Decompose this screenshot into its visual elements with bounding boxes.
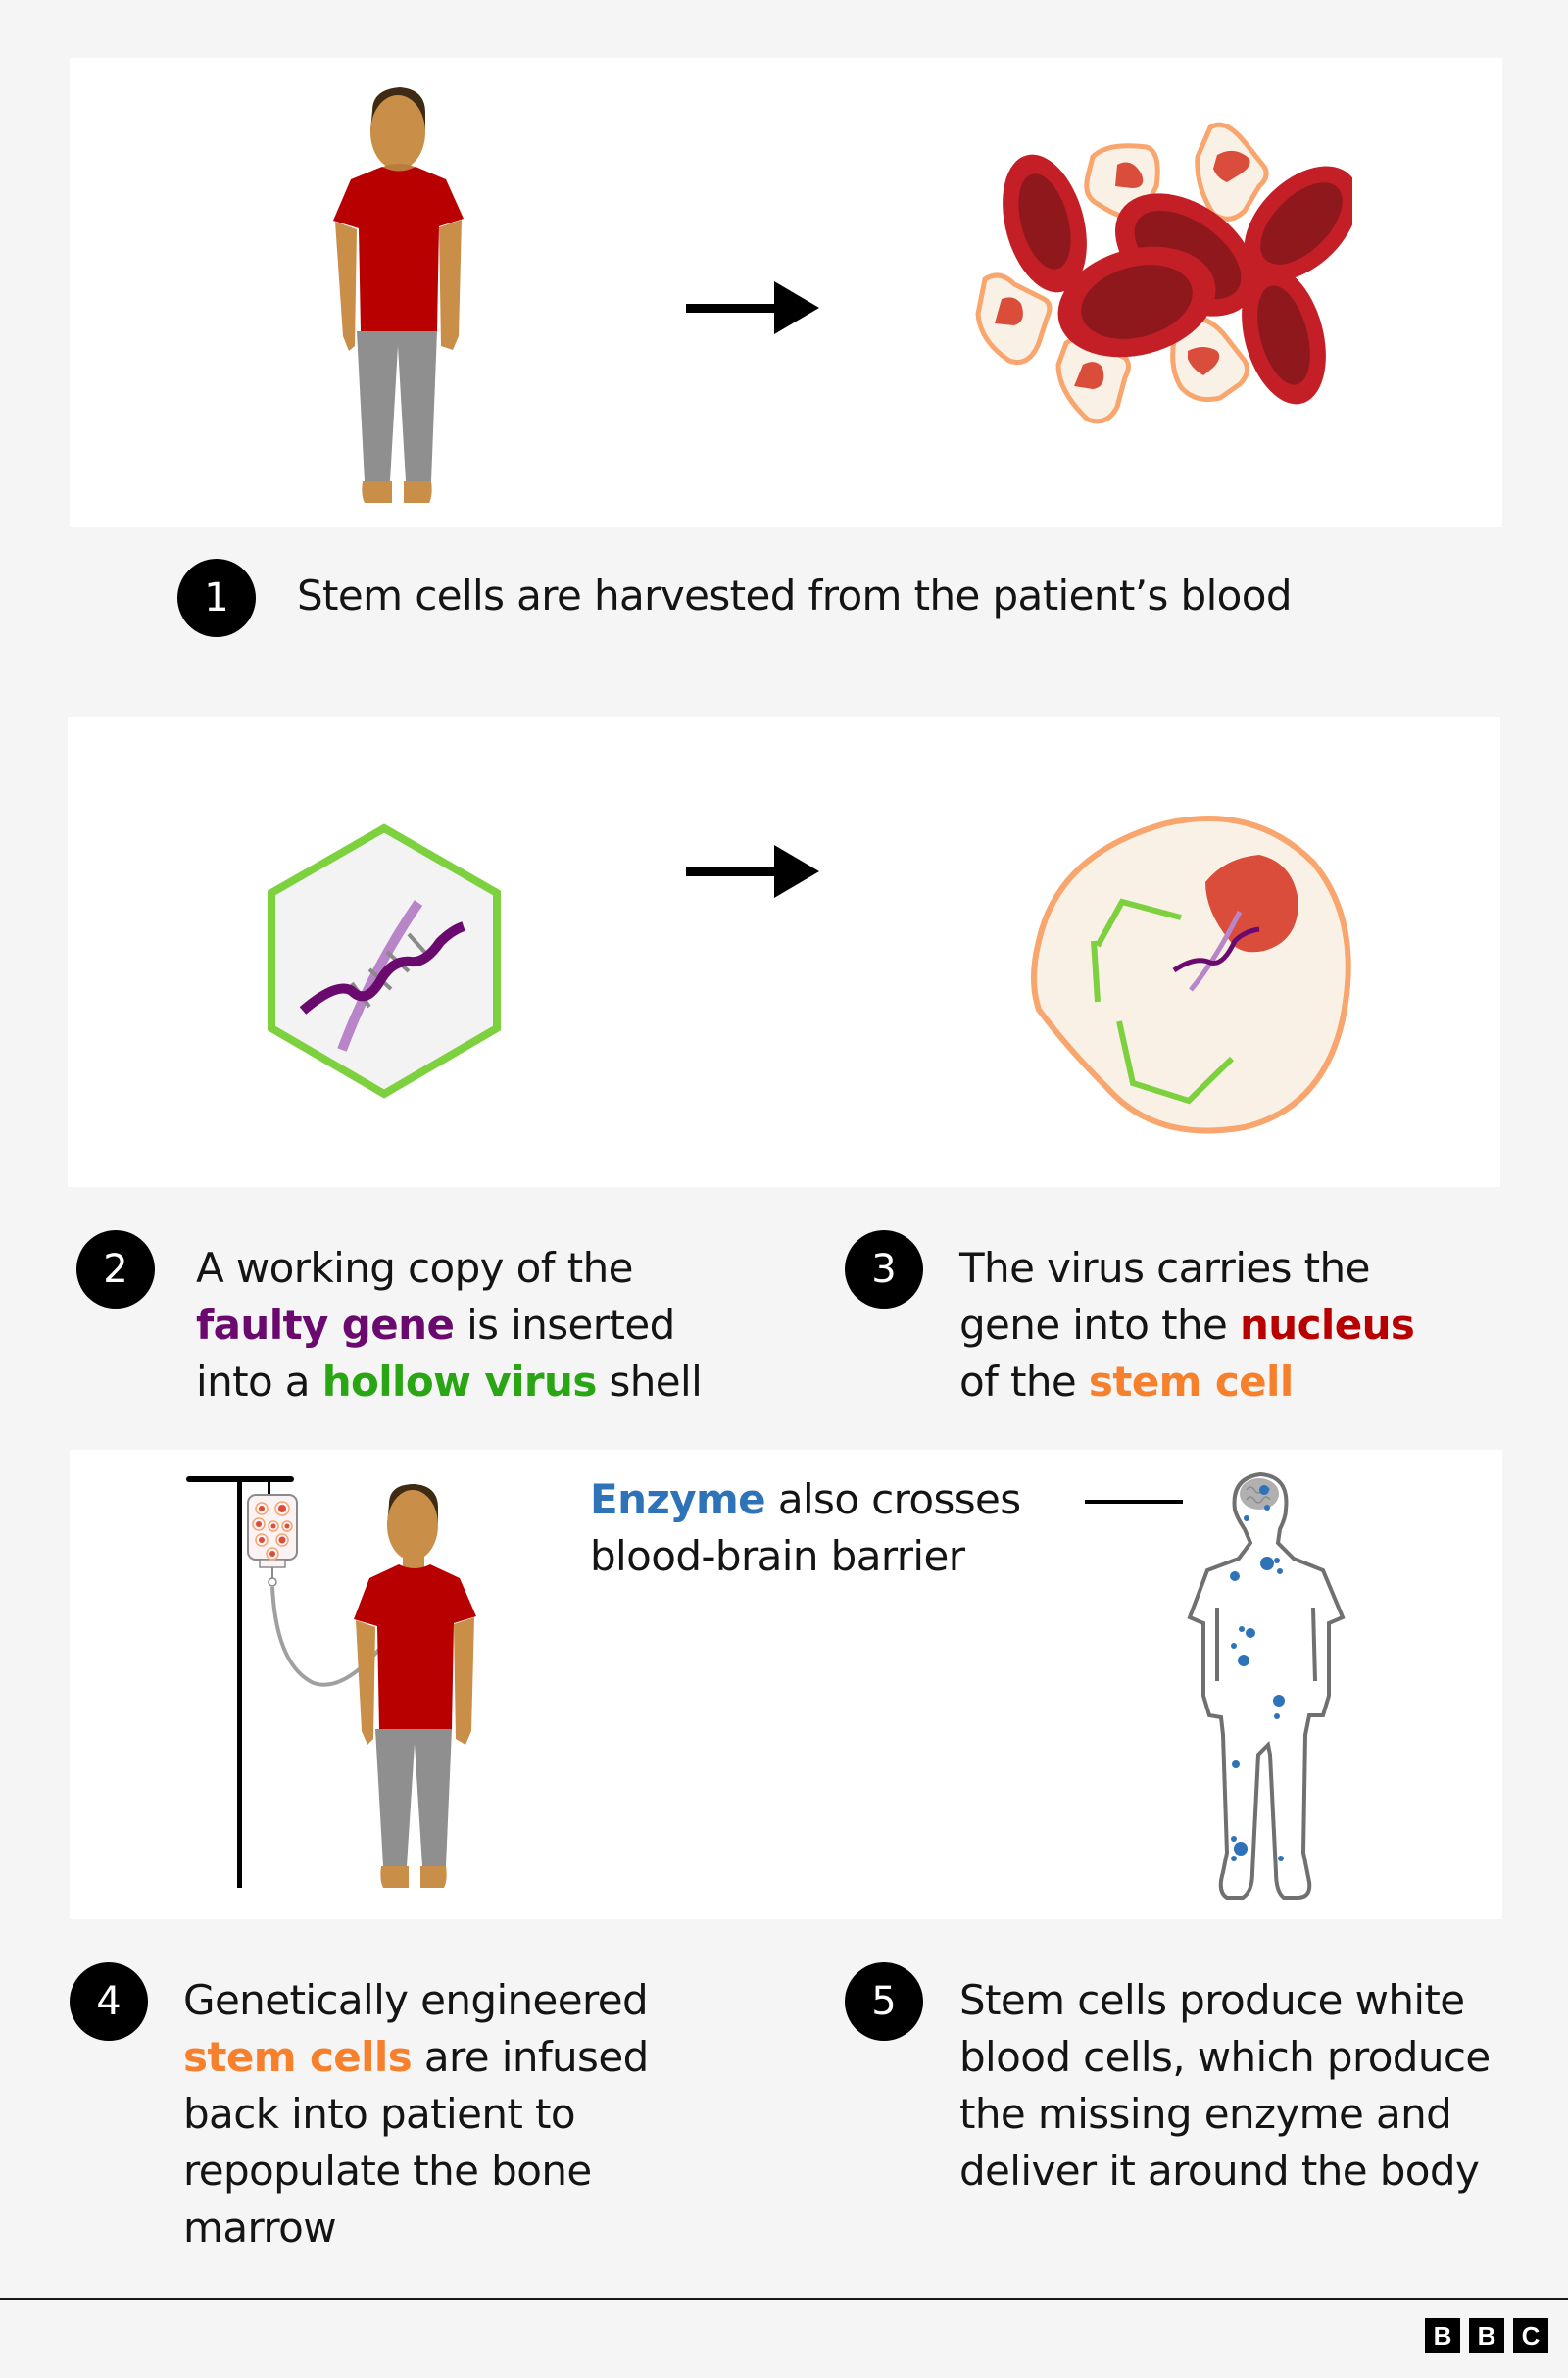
hollow-virus-highlight: hollow virus [321, 1358, 598, 1406]
dna-helix-icon [1172, 910, 1260, 992]
step-5-caption: Stem cells produce white blood cells, wh… [959, 1976, 1491, 2195]
blood-cells-icon [975, 122, 1352, 424]
arrow-right-icon [686, 281, 819, 334]
step-3-caption: The virus carries the gene into the nucl… [959, 1244, 1415, 1406]
stem-cell-highlight: stem cell [1088, 1358, 1294, 1406]
hollow-virus-hexagon-icon [268, 823, 501, 1099]
step-4-badge: 4 [70, 1962, 148, 2041]
body-outline-enzyme-icon [1187, 1471, 1346, 1900]
step-2-caption: A working copy of the faulty gene is ins… [196, 1244, 703, 1406]
step-5-badge: 5 [845, 1962, 923, 2041]
iv-drip-patient-icon [186, 1476, 476, 1888]
step-2-badge: 2 [76, 1230, 155, 1309]
panel-harvest [70, 58, 1502, 527]
annotation-pointer-line [1085, 1500, 1183, 1504]
arrow-right-icon [686, 845, 819, 898]
step-4-caption: Genetically engineered stem cells are in… [183, 1976, 649, 2252]
step-1-badge: 1 [177, 559, 256, 637]
stem-cells-highlight: stem cells [183, 2033, 413, 2081]
faulty-gene-highlight: faulty gene [196, 1301, 455, 1349]
enzyme-highlight: Enzyme [590, 1475, 766, 1523]
bbc-logo: B B C [1425, 2318, 1548, 2353]
nucleus-highlight: nucleus [1240, 1301, 1415, 1349]
virus-fragment-icon [1091, 898, 1235, 1105]
dna-helix-icon [299, 900, 466, 1052]
footer-divider [0, 2298, 1568, 2300]
panel-virus [68, 717, 1500, 1187]
patient-figure-icon [333, 87, 464, 503]
step-3-badge: 3 [845, 1230, 923, 1309]
panel-infusion: Enzyme also crosses blood-brain barrier [70, 1450, 1502, 1919]
enzyme-annotation: Enzyme also crosses blood-brain barrier [590, 1475, 1021, 1580]
stem-cell-icon [1031, 816, 1351, 1134]
step-1-caption: Stem cells are harvested from the patien… [297, 571, 1293, 619]
